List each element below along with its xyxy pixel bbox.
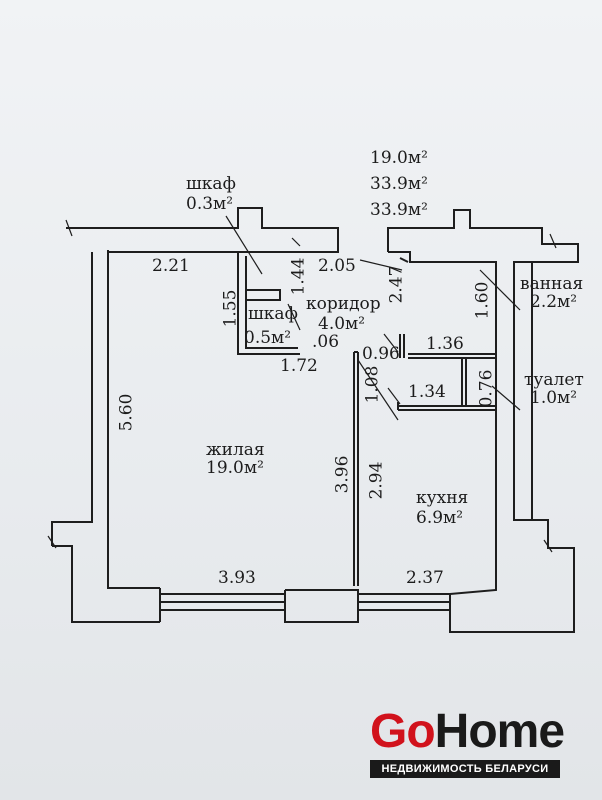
partition-living-kitchen <box>353 351 359 586</box>
dim-0-76: 0.76 <box>476 369 497 408</box>
dim-2-94: 2.94 <box>366 461 387 500</box>
window-left <box>159 588 285 622</box>
dim-1-34: 1.34 <box>408 382 446 402</box>
dim-5-60: 5.60 <box>116 393 137 432</box>
leader-dim-205 <box>359 259 403 271</box>
living-room-area: 19.0м² <box>206 458 264 478</box>
closet-2-area: 0.5м² <box>244 328 292 348</box>
dim-1-08: 1.08 <box>362 365 383 404</box>
summary-total-area: 33.9м² <box>370 174 428 194</box>
kitchen-name: кухня <box>416 488 469 508</box>
dim-1-60: 1.60 <box>472 281 493 320</box>
bathroom-area: 2.2м² <box>530 292 578 312</box>
dim-0-96: 0.96 <box>362 344 400 364</box>
leader-corridor <box>383 333 399 353</box>
tick-right-base <box>543 539 553 553</box>
summary-living-area: 19.0м² <box>370 148 428 168</box>
dim-2-05: 2.05 <box>318 256 356 276</box>
tick-left-base <box>47 535 57 549</box>
wall-bottom-right <box>449 519 575 633</box>
dim-3-96: 3.96 <box>332 455 353 494</box>
leader-toilet <box>491 385 521 411</box>
closet-2-name: шкаф <box>248 304 298 324</box>
leader-closet <box>225 215 263 275</box>
partition-bath <box>408 353 496 359</box>
leader-bath <box>479 269 521 311</box>
dim-1-72: 1.72 <box>280 356 318 376</box>
wall-left <box>51 252 93 546</box>
dim-1-36: 1.36 <box>426 334 464 354</box>
dim-3-93: 3.93 <box>218 568 256 588</box>
tick-top-right <box>549 233 557 249</box>
bathroom-name: ванная <box>520 274 584 294</box>
wall-kitchen-right <box>449 270 497 595</box>
closet-1-name: шкаф <box>186 174 236 194</box>
notch-top <box>291 237 301 247</box>
wall-top-right <box>387 209 579 521</box>
logo-home: Home <box>434 705 565 758</box>
dim-1-55: 1.55 <box>220 289 241 328</box>
summary-total-area-2: 33.9м² <box>370 200 428 220</box>
partition-toilet-side <box>461 358 467 406</box>
corridor-name: коридор <box>306 294 381 314</box>
logo-tagline: НЕДВИЖИМОСТЬ БЕЛАРУСИ <box>370 760 560 778</box>
kitchen-area: 6.9м² <box>416 508 464 528</box>
toilet-name: туалет <box>524 370 584 390</box>
closet-1-area: 0.3м² <box>186 194 234 214</box>
wall-top-right-inner <box>388 251 497 270</box>
leader-dim-134 <box>387 387 401 405</box>
wall-top-left <box>66 207 339 253</box>
pier-middle <box>284 589 359 623</box>
closet-upper-inner <box>245 256 298 349</box>
dim-1-06: .06 <box>312 332 340 352</box>
toilet-area: 1.0м² <box>530 388 578 408</box>
dim-2-47: 2.47 <box>386 265 407 304</box>
dim-2-37: 2.37 <box>406 568 444 588</box>
dim-1-44: 1.44 <box>288 257 309 296</box>
partition-bath-top <box>399 257 409 263</box>
logo-wordmark: GoHome <box>370 705 565 758</box>
dim-2-21: 2.21 <box>152 256 190 276</box>
tick-top-left <box>65 219 73 237</box>
closet-lower <box>246 289 281 301</box>
wall-left-base <box>52 545 160 623</box>
partition-corridor-right <box>399 334 405 358</box>
partition-toilet <box>397 402 496 411</box>
corridor-area: 4.0м² <box>318 314 366 334</box>
window-right <box>358 593 450 611</box>
gohome-logo[interactable]: GoHome НЕДВИЖИМОСТЬ БЕЛАРУСИ <box>370 708 565 778</box>
leader-closet-2 <box>287 303 301 331</box>
door-arc-living <box>357 359 399 421</box>
logo-go: Go <box>370 705 436 758</box>
closet-upper <box>237 252 300 355</box>
living-room-name: жилая <box>206 440 265 460</box>
wall-left-inner <box>107 252 160 589</box>
